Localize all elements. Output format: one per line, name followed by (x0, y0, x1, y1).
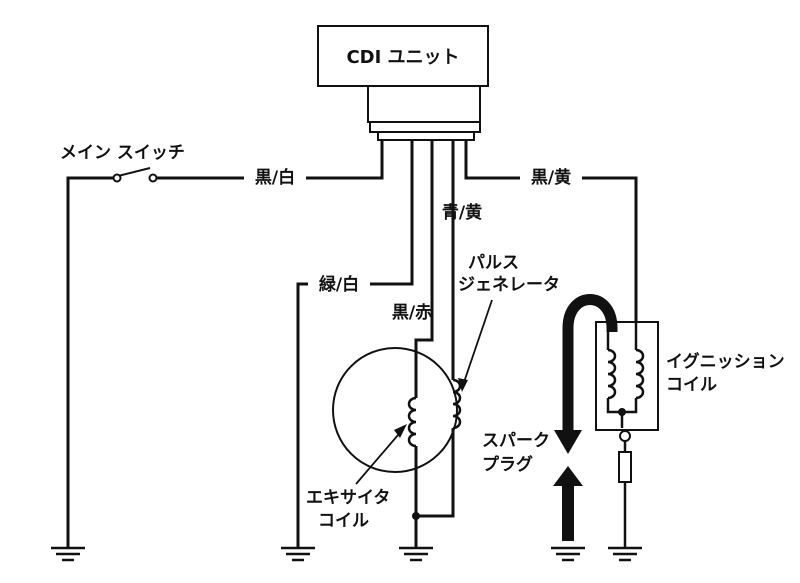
exciter-coil (407, 396, 418, 516)
ignition-coil-primary-winding (607, 348, 617, 400)
pulse-generator-label-line2: ジェネレータ (458, 275, 560, 295)
pulse-generator-winding (452, 378, 462, 430)
resistor (618, 451, 632, 483)
ground-symbol-spark-plug (551, 546, 585, 562)
main-switch-contact (117, 167, 151, 177)
wire-green-white-group (296, 140, 414, 548)
spark-plug-label-line1: スパーク (482, 431, 550, 451)
cdi-unit-label: CDI ユニット (346, 47, 459, 68)
exciter-coil-label-line2: コイル (318, 511, 369, 531)
high-tension-lead (562, 294, 618, 432)
ground-symbol-switch (51, 546, 85, 562)
spark-plug-label-line2: プラグ (482, 454, 533, 475)
wire-label-bg (244, 165, 306, 189)
cdi-unit-connector-plate (369, 121, 481, 133)
ignition-coil-secondary-winding (635, 348, 645, 400)
wire-label-bg (520, 165, 582, 189)
spark-plug-upper-electrode (554, 430, 582, 454)
ignition-coil-terminal (619, 430, 631, 442)
pulse-generator (416, 378, 462, 518)
ignition-coil-label-line1: イグニッション (666, 351, 785, 372)
main-switch (66, 140, 384, 548)
generator (332, 347, 462, 548)
spark-plug-body (562, 485, 574, 541)
exciter-coil-arrowhead (394, 424, 407, 438)
wire-label-green-white: 緑/白 (319, 274, 359, 295)
pulse-generator-lead (416, 428, 455, 518)
ground-symbol-generator (399, 546, 433, 562)
pulse-generator-arrowhead (458, 378, 468, 392)
wire-label-bg (308, 272, 370, 296)
pulse-generator-label-line1: パルス (468, 253, 519, 273)
ignition-coil-label-line2: コイル (666, 375, 717, 395)
wire-label-black-red: 黒/赤 (392, 302, 432, 323)
wire-label-black-white: 黒/白 (255, 167, 295, 188)
ignition-coil-box (595, 321, 659, 431)
ground-symbol-green-white (281, 546, 315, 562)
main-switch-ground-wire (66, 176, 114, 548)
wire-label-blue-yellow: 青/黄 (442, 202, 482, 223)
wire-black-red-group (414, 140, 434, 398)
wire-black-red (414, 140, 434, 398)
ignition-coil (595, 321, 659, 548)
spark-plug-lower-electrode (553, 466, 583, 486)
main-switch-terminal-left (112, 173, 122, 183)
wire-label-black-yellow: 黒/黄 (531, 167, 571, 188)
exciter-coil-winding (407, 396, 417, 448)
cdi-unit: CDI ユニット (317, 25, 489, 141)
exciter-coil-label-line1: エキサイタ (306, 488, 390, 508)
cdi-unit-box (317, 25, 489, 87)
ground-symbols (51, 546, 642, 562)
main-switch-terminal-right (148, 173, 158, 183)
generator-rotor-circle (332, 347, 458, 473)
spark-plug (553, 430, 583, 541)
exciter-coil-pointer (355, 427, 405, 485)
cdi-unit-connector (377, 131, 475, 141)
cdi-unit-body (367, 85, 481, 123)
main-switch-label: メイン スイッチ (60, 143, 185, 163)
pulse-generator-pointer (461, 299, 493, 389)
wire-green-white (296, 140, 414, 548)
ground-symbol-ignition-coil (608, 546, 642, 562)
wire-black-white (157, 140, 384, 180)
